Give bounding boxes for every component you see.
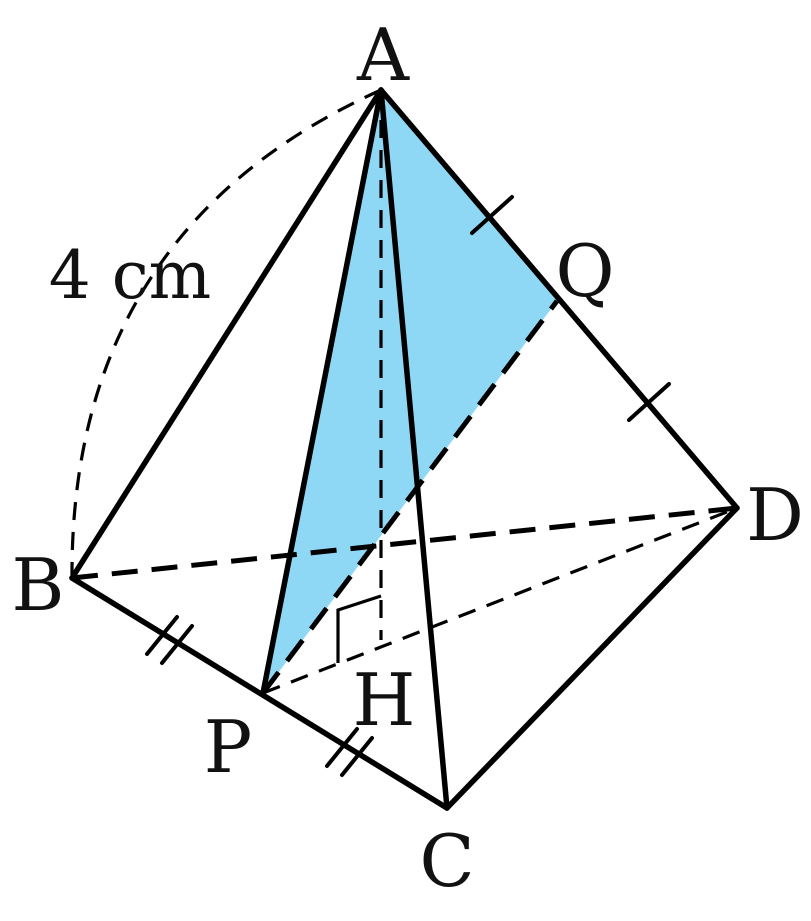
edge-ab <box>69 87 384 581</box>
segment-ap <box>260 87 384 696</box>
tick-aq <box>470 195 514 235</box>
hidden-segment-pq <box>261 299 559 695</box>
double-tick-pc-2 <box>340 736 374 777</box>
right-angle-marker <box>336 594 382 663</box>
double-tick-bp-2 <box>160 624 194 665</box>
edge-length-label: 4 cm <box>49 237 212 314</box>
hidden-edge-bd <box>71 505 738 581</box>
vertex-label-a: A <box>356 13 410 97</box>
tick-qd <box>627 382 671 422</box>
point-label-h: H <box>353 658 416 742</box>
hidden-segment-pd <box>262 506 738 695</box>
edge-length-arc <box>70 88 382 579</box>
edge-ac <box>378 87 450 811</box>
double-tick-pc-1 <box>325 727 359 768</box>
edge-cd <box>444 505 740 811</box>
vertex-label-b: B <box>12 543 65 627</box>
edge-ad <box>378 87 740 511</box>
point-label-p: P <box>204 705 252 789</box>
vertex-label-d: D <box>746 473 804 557</box>
double-tick-bp-1 <box>145 615 179 656</box>
vertex-label-c: C <box>419 819 474 903</box>
edge-bc <box>69 575 450 811</box>
point-label-q: Q <box>555 229 614 313</box>
